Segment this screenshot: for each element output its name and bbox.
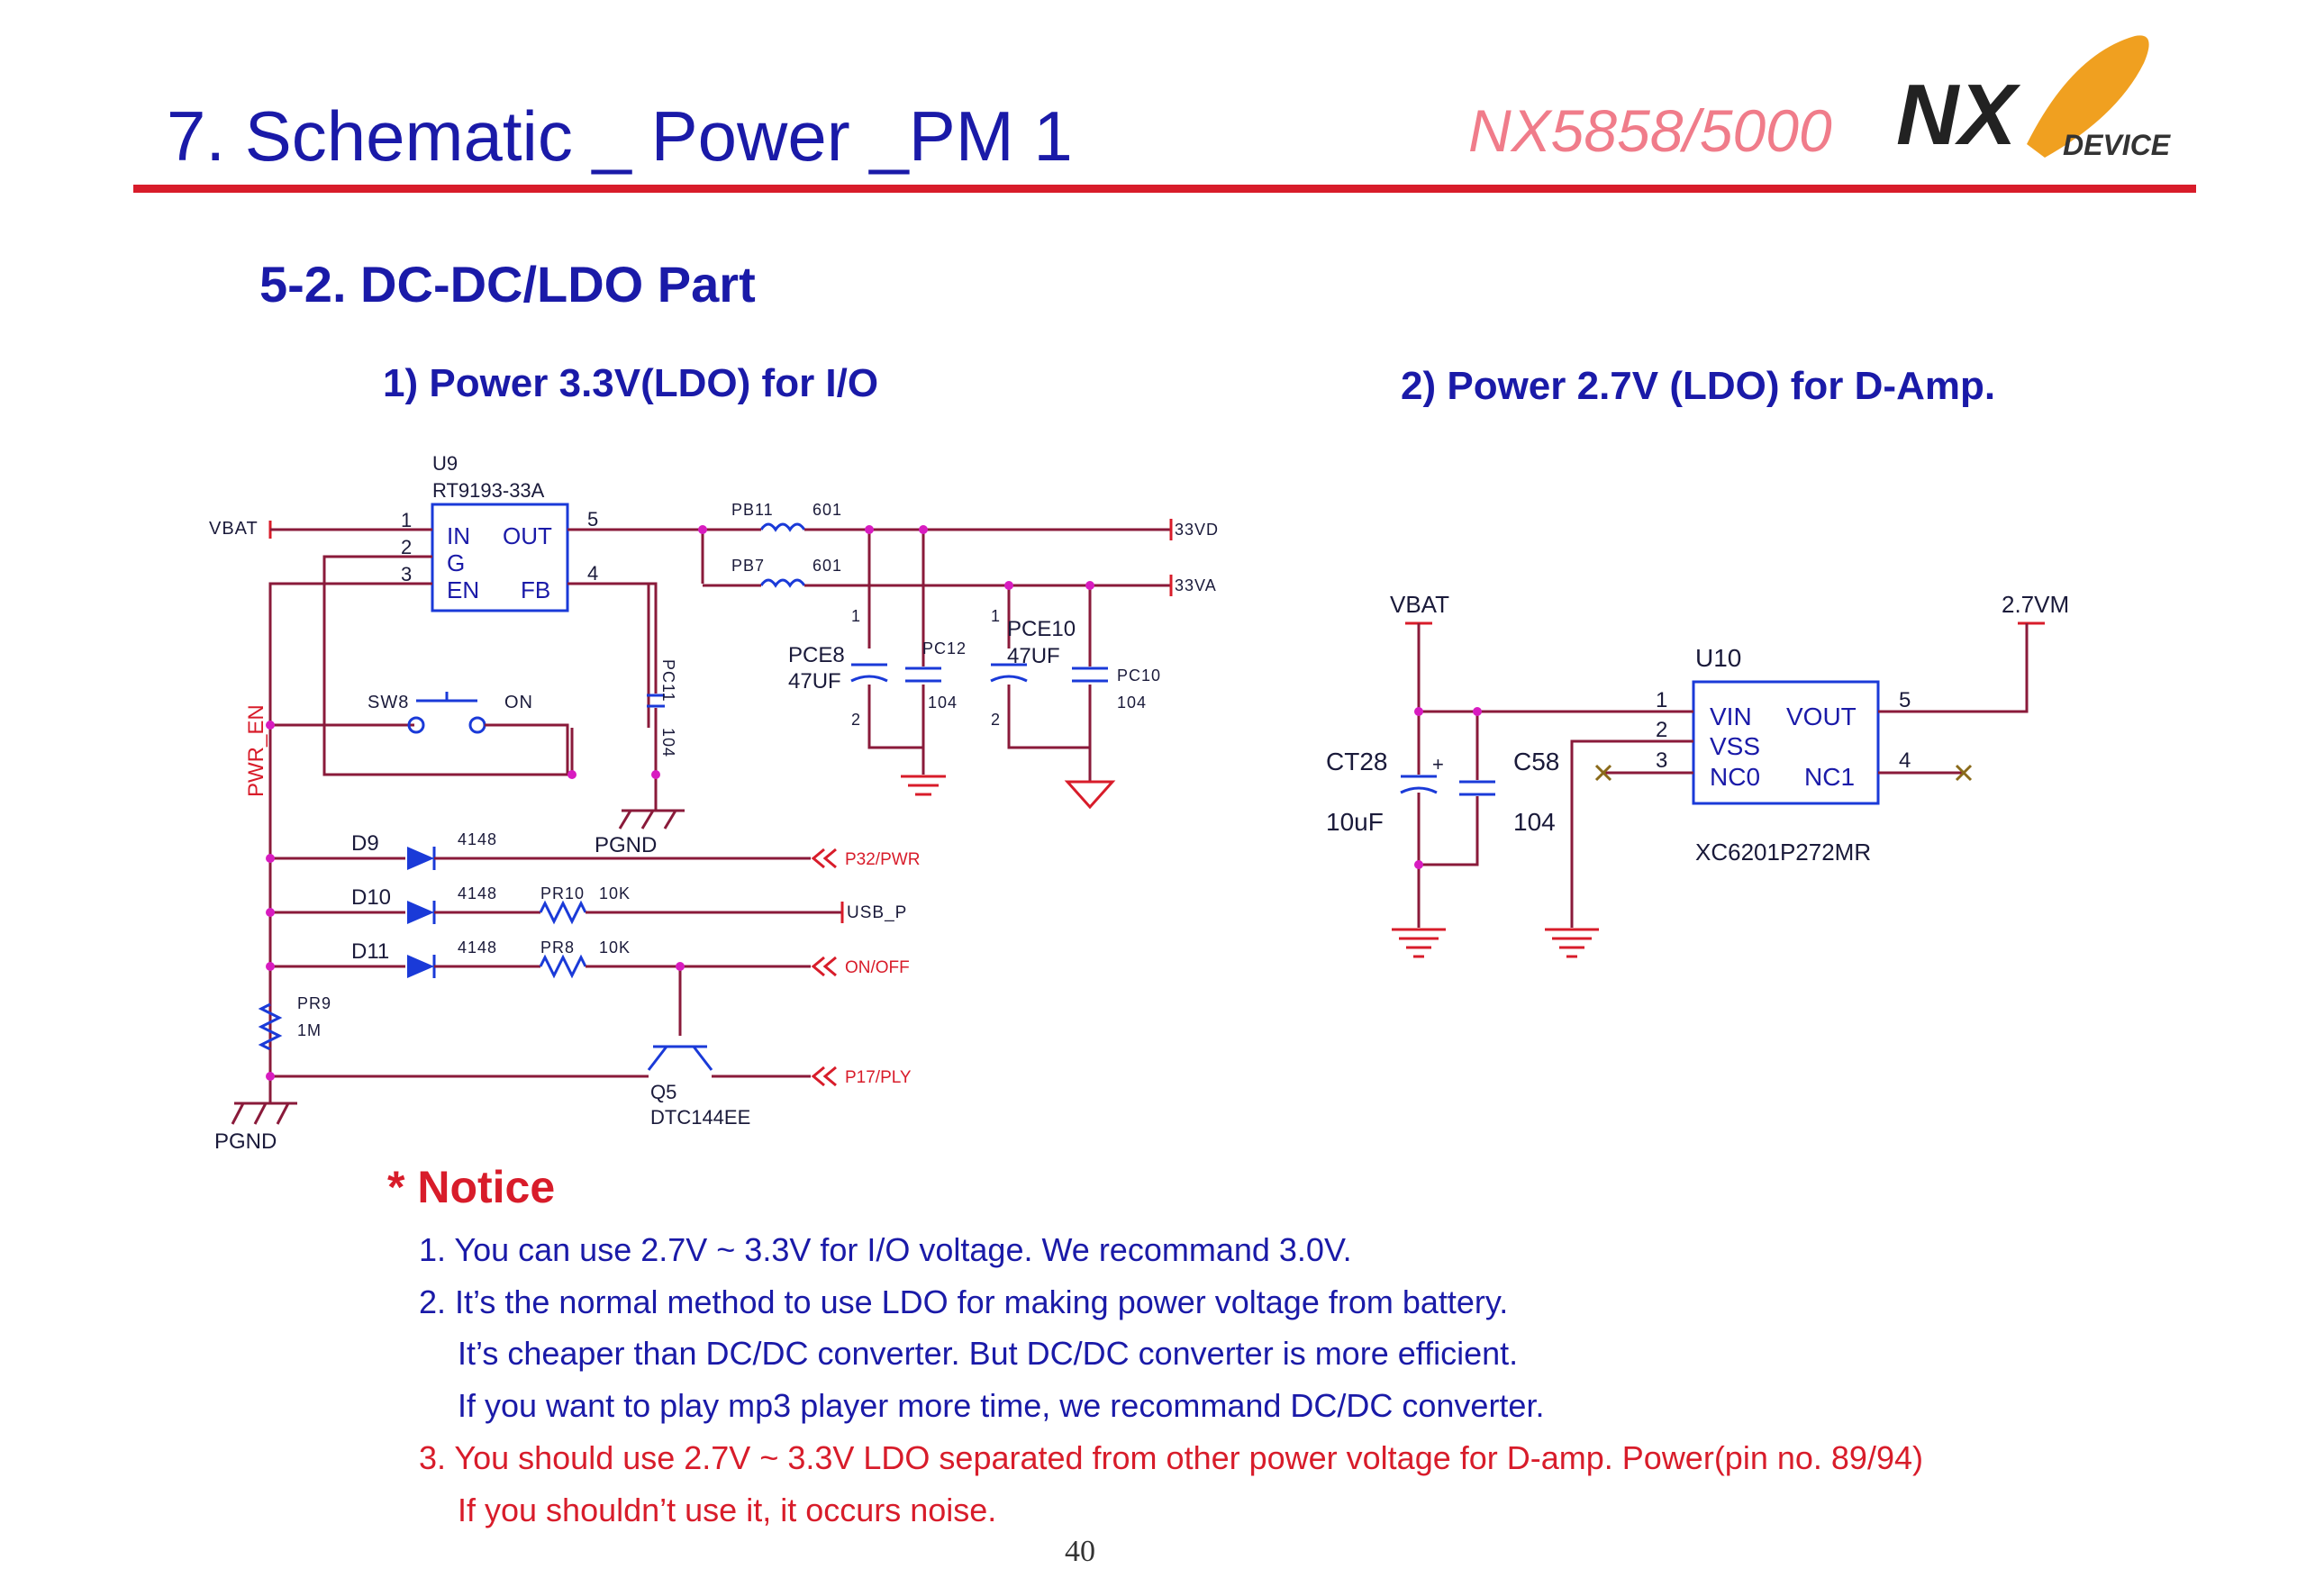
pc10-ref: PC10 <box>1117 667 1161 685</box>
notice-line-2c: If you want to play mp3 player more time… <box>458 1387 1544 1424</box>
u9-pin-en: EN <box>447 576 479 603</box>
pce10-pin2: 2 <box>991 711 1000 729</box>
pr9-value: 1M <box>297 1021 322 1039</box>
u9-pin-5: 5 <box>587 508 598 530</box>
ct28-plus: + <box>1432 753 1444 775</box>
u10-pin-3: 3 <box>1656 748 1667 773</box>
u9-ref: U9 <box>432 452 458 475</box>
d11-ref: D11 <box>351 939 389 964</box>
sw8-on: ON <box>504 693 533 712</box>
u10-pin-nc1: NC1 <box>1804 763 1855 791</box>
u10-pin-vss: VSS <box>1710 732 1760 760</box>
subheading-damp: 2) Power 2.7V (LDO) for D-Amp. <box>1401 364 1995 408</box>
pc11-ref: PC11 <box>659 659 677 703</box>
net-27vm: 2.7VM <box>2002 591 2069 618</box>
vbat2-label: VBAT <box>1390 591 1449 618</box>
pgnd-label-1: PGND <box>595 833 657 857</box>
pb7-value: 601 <box>813 557 842 575</box>
notice-line-2: 2. It’s the normal method to use LDO for… <box>419 1283 1508 1320</box>
logo-sub: DEVICE <box>2063 129 2172 161</box>
pb11-value: 601 <box>813 501 842 519</box>
pc12-ref: PC12 <box>922 639 967 657</box>
net-33vd: 33VD <box>1175 521 1219 539</box>
u9-part: RT9193-33A <box>432 479 545 502</box>
u10-pin-1: 1 <box>1656 688 1667 712</box>
u9-pin-1: 1 <box>401 509 412 531</box>
ct28-ref: CT28 <box>1326 748 1387 775</box>
q5-ref: Q5 <box>650 1081 676 1103</box>
page-number: 40 <box>1065 1535 1095 1568</box>
pce10-value: 47UF <box>1007 644 1060 668</box>
pce8-value: 47UF <box>788 669 841 694</box>
subheading-io: 1) Power 3.3V(LDO) for I/O <box>383 361 878 405</box>
pce10-pin1: 1 <box>991 607 1000 625</box>
pr8-value: 10K <box>599 939 631 957</box>
pce8-pin1: 1 <box>851 607 860 625</box>
header-divider <box>133 185 2196 193</box>
pr10-value: 10K <box>599 884 631 902</box>
d9-ref: D9 <box>351 831 379 856</box>
q5-part: DTC144EE <box>650 1106 750 1129</box>
sw8-ref: SW8 <box>368 693 409 712</box>
u9-pin-2: 2 <box>401 536 412 558</box>
notice-heading: * Notice <box>387 1162 555 1212</box>
model-number: NX5858/5000 <box>1468 97 1832 164</box>
net-p17-ply: P17/PLY <box>845 1068 912 1087</box>
u9-pin-fb: FB <box>521 576 550 603</box>
pgnd-label-2: PGND <box>214 1129 277 1154</box>
vbat-label: VBAT <box>209 519 259 539</box>
pr8-ref: PR8 <box>540 939 575 957</box>
u10-pin-5: 5 <box>1899 688 1911 712</box>
u9-pin-4: 4 <box>587 562 598 585</box>
u10-pin-vout: VOUT <box>1786 703 1857 730</box>
logo-text: NX <box>1896 67 2020 163</box>
notice-line-3: 3. You should use 2.7V ~ 3.3V LDO separa… <box>419 1439 1923 1476</box>
net-33va: 33VA <box>1175 576 1217 594</box>
pb7-ref: PB7 <box>731 557 765 575</box>
notice-line-2b: It’s cheaper than DC/DC converter. But D… <box>458 1335 1518 1372</box>
u9-pin-3: 3 <box>401 563 412 585</box>
pr9-ref: PR9 <box>297 994 331 1012</box>
u10-pin-2: 2 <box>1656 718 1667 742</box>
u10-pin-vin: VIN <box>1710 703 1752 730</box>
u10-pin-4: 4 <box>1899 748 1911 773</box>
page-title: 7. Schematic _ Power _PM 1 <box>167 96 1073 176</box>
pc10-value: 104 <box>1117 694 1147 712</box>
pc11-value: 104 <box>659 728 677 757</box>
pc12-value: 104 <box>928 694 958 712</box>
pce10-ref: PCE10 <box>1007 617 1076 641</box>
ct28-value: 10uF <box>1326 808 1384 836</box>
net-pwr-en: PWR_EN <box>244 704 268 797</box>
net-p32-pwr: P32/PWR <box>845 850 920 869</box>
pce8-ref: PCE8 <box>788 643 845 667</box>
u10-ref: U10 <box>1695 644 1741 672</box>
circuit-ldo-damp: VBAT 2.7VM U10 VIN VSS NC0 VOUT NC1 1 2 … <box>1326 591 2069 958</box>
section-heading: 5-2. DC-DC/LDO Part <box>259 256 756 313</box>
net-on-off: ON/OFF <box>845 958 910 977</box>
d11-value: 4148 <box>458 939 497 957</box>
notice-line-1: 1. You can use 2.7V ~ 3.3V for I/O volta… <box>419 1231 1352 1268</box>
net-usb-p: USB_P <box>847 903 907 922</box>
circuit-ldo-io: U9 RT9193-33A IN G EN OUT FB 1 2 3 5 4 V… <box>209 452 1219 1154</box>
u9-pin-in: IN <box>447 522 470 549</box>
d10-ref: D10 <box>351 885 391 910</box>
pb11-ref: PB11 <box>731 501 774 519</box>
c58-value: 104 <box>1513 808 1556 836</box>
notice-line-3b: If you shouldn’t use it, it occurs noise… <box>458 1492 996 1528</box>
nx-device-logo: NX DEVICE <box>1896 35 2172 163</box>
pr10-ref: PR10 <box>540 884 585 902</box>
u9-pin-out: OUT <box>503 522 552 549</box>
u9-pin-g: G <box>447 549 465 576</box>
u10-part: XC6201P272MR <box>1695 839 1871 866</box>
d10-value: 4148 <box>458 884 497 902</box>
pce8-pin2: 2 <box>851 711 860 729</box>
c58-ref: C58 <box>1513 748 1559 775</box>
u10-pin-nc0: NC0 <box>1710 763 1760 791</box>
d9-value: 4148 <box>458 830 497 848</box>
